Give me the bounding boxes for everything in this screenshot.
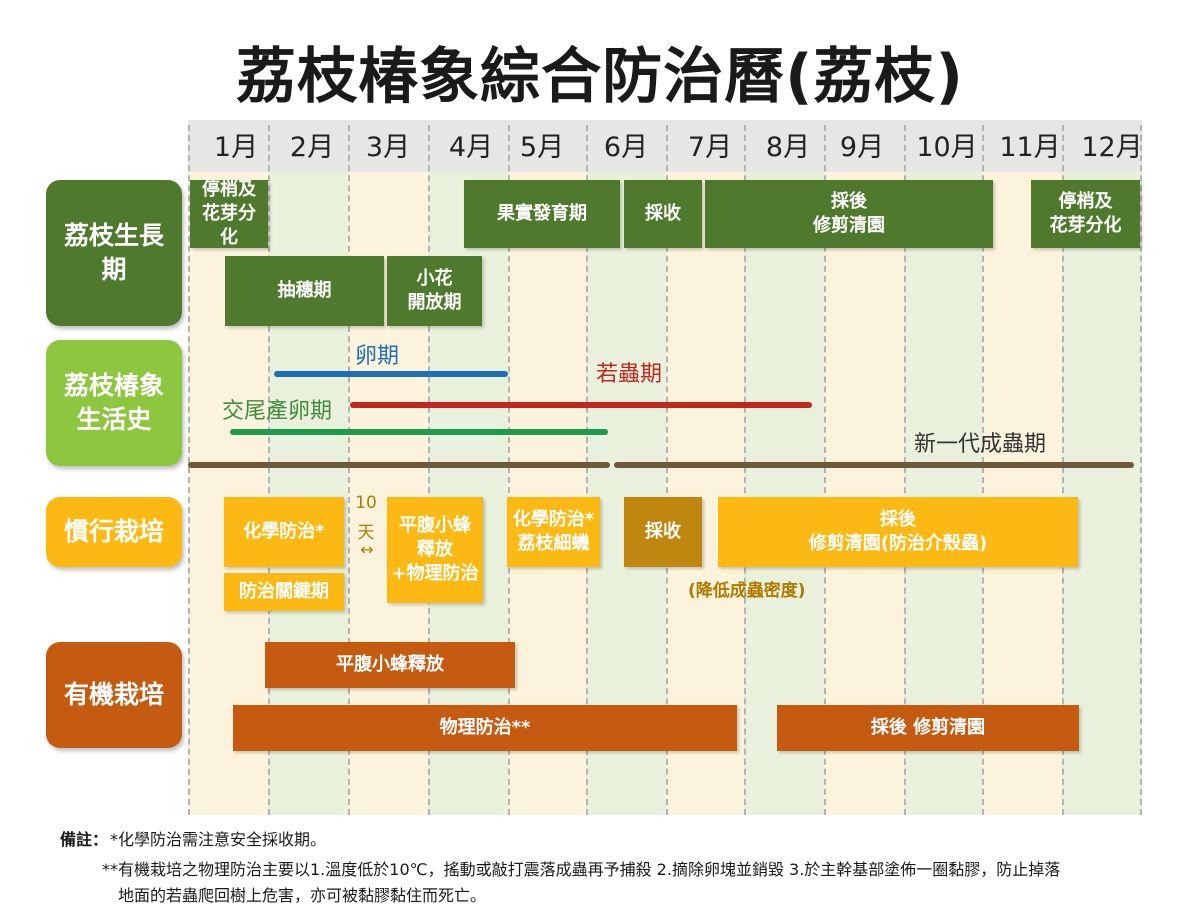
month-divider [904, 125, 906, 815]
adult-period-line-1 [188, 462, 610, 468]
organic-wasp-release-box: 平腹小蜂釋放 [265, 642, 515, 688]
reduce-density-label: (降低成蟲密度) [688, 581, 806, 601]
growth-harvest-box: 採收 [624, 180, 702, 248]
interval-unit: 天 [357, 523, 375, 543]
category-organic: 有機栽培 [46, 642, 182, 748]
month-label-may: 5月 [519, 132, 565, 163]
category-growth: 荔枝生長期 [46, 180, 182, 326]
egg-period-label: 卵期 [355, 344, 400, 369]
month-label-dec: 12月 [1081, 132, 1143, 163]
month-divider [824, 125, 826, 815]
month-divider [508, 125, 510, 815]
month-label-jul: 7月 [687, 132, 733, 163]
category-lifecycle: 荔枝椿象 生活史 [46, 340, 182, 466]
conventional-critical-box: 防治關鍵期 [224, 573, 344, 611]
month-divider [348, 125, 350, 815]
month-label-nov: 11月 [999, 132, 1061, 163]
month-label-aug: 8月 [765, 132, 811, 163]
organic-physical-box: 物理防治** [233, 705, 737, 751]
conventional-chemical-box: 化學防治* [224, 497, 344, 567]
month-divider [744, 125, 746, 815]
organic-post-harvest-box: 採後 修剪清園 [777, 705, 1079, 751]
mating-period-label: 交尾產卵期 [222, 399, 333, 424]
month-label-feb: 2月 [289, 132, 335, 163]
month-divider [268, 125, 270, 815]
mating-period-line [230, 429, 608, 435]
growth-dormancy-box: 停梢及 花芽分化 [190, 179, 268, 248]
interval-arrow: ↔ [360, 540, 374, 559]
nymph-period-label: 若蟲期 [596, 362, 663, 387]
adult-period-line-2 [614, 462, 1134, 468]
notes-label: 備註： [60, 830, 109, 849]
note-1: *化學防治需注意安全採收期。 [110, 830, 327, 849]
interval-number: 10 [355, 493, 377, 513]
month-label-oct: 10月 [916, 132, 978, 163]
note-3: 地面的若蟲爬回樹上危害，亦可被黏膠黏住而死亡。 [118, 886, 487, 905]
egg-period-line [274, 371, 508, 377]
month-divider [666, 125, 668, 815]
month-divider [586, 125, 588, 815]
conventional-wasp-box: 平腹小蜂 釋放 +物理防治 [387, 497, 483, 603]
new-generation-label: 新一代成蟲期 [914, 432, 1047, 457]
growth-panicle-box: 抽穗期 [225, 256, 384, 326]
month-divider [188, 125, 190, 815]
category-conventional: 慣行栽培 [46, 497, 182, 567]
note-2: **有機栽培之物理防治主要以1.溫度低於10℃，搖動或敲打震落成蟲再予捕殺 2.… [102, 860, 1061, 879]
month-label-jan: 1月 [213, 132, 259, 163]
category-lifecycle-label: 荔枝椿象 生活史 [63, 371, 164, 434]
conventional-chemical-box-2: 化學防治* 荔枝細蟣 [507, 497, 600, 567]
month-divider [982, 125, 984, 815]
month-divider [428, 125, 430, 815]
month-label-apr: 4月 [448, 132, 494, 163]
growth-post-harvest-box: 採後 修剪清園 [705, 180, 993, 248]
growth-fruit-development-box: 果實發育期 [464, 180, 620, 248]
growth-flowering-box: 小花 開放期 [387, 256, 482, 326]
month-divider [1062, 125, 1064, 815]
month-divider [1140, 125, 1142, 815]
nymph-period-line [350, 402, 812, 408]
conventional-post-harvest-box: 採後 修剪清園(防治介殼蟲) [718, 497, 1078, 567]
page-title: 荔枝椿象綜合防治曆(荔枝) [236, 42, 964, 112]
month-label-mar: 3月 [365, 132, 411, 163]
conventional-harvest-box: 採收 [624, 497, 702, 567]
month-label-jun: 6月 [603, 132, 649, 163]
month-label-sep: 9月 [839, 132, 885, 163]
growth-dormancy-box-2: 停梢及 花芽分化 [1031, 180, 1140, 248]
